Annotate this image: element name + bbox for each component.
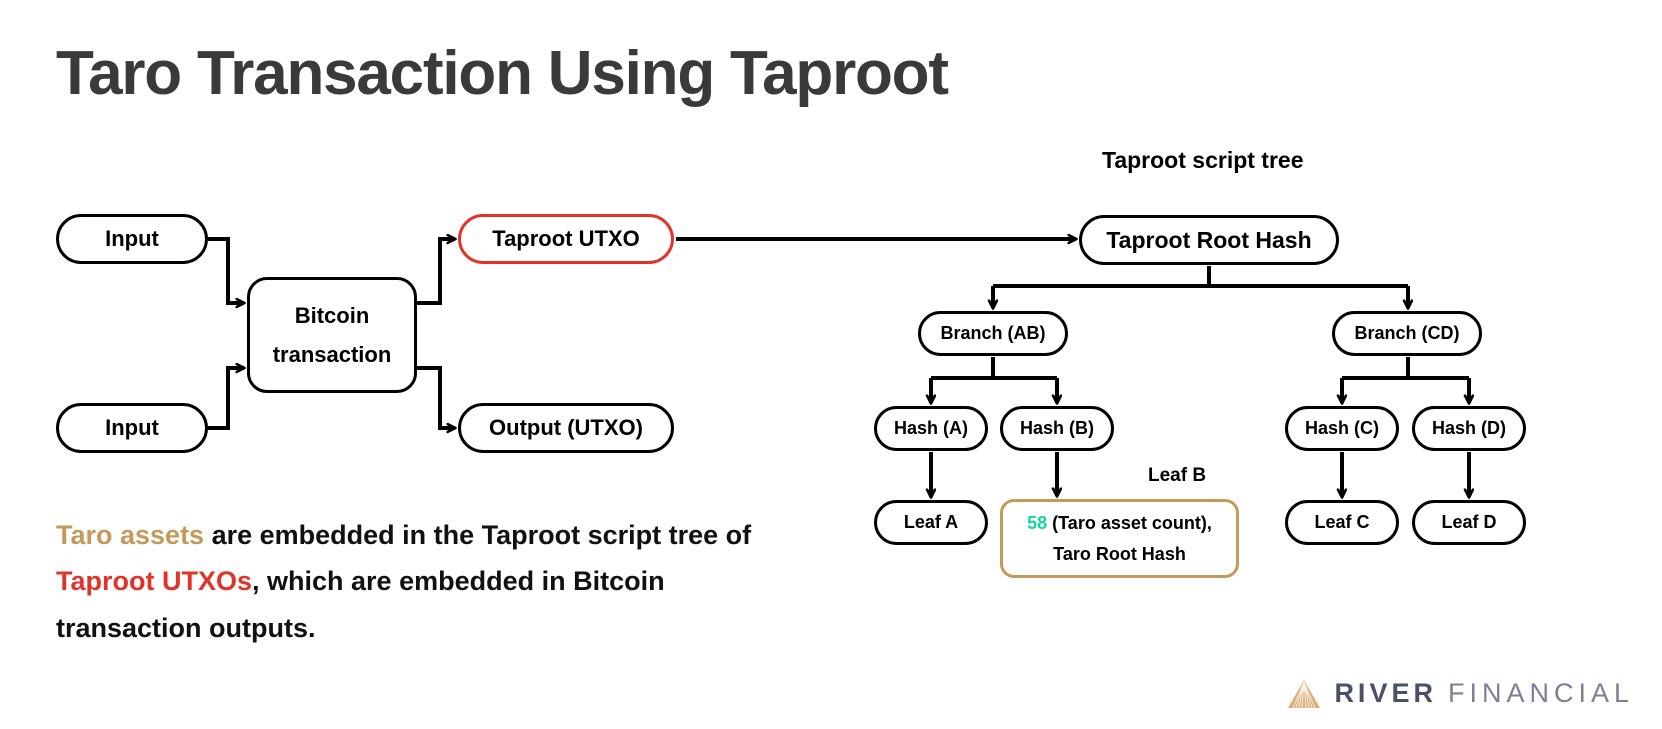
leaf-b-line-1: 58 (Taro asset count), [1027, 512, 1212, 535]
node-branch-ab[interactable]: Branch (AB) [918, 311, 1068, 356]
river-financial-logo: RIVER FINANCIAL [1287, 678, 1634, 709]
taro-asset-count: 58 [1027, 513, 1048, 533]
page-title: Taro Transaction Using Taproot [56, 39, 949, 108]
node-taproot-utxo[interactable]: Taproot UTXO [458, 214, 674, 264]
node-leaf-d[interactable]: Leaf D [1412, 500, 1526, 545]
node-branch-cd[interactable]: Branch (CD) [1332, 311, 1482, 356]
leaf-b-line-2: Taro Root Hash [1053, 543, 1186, 564]
leaf-b-label: Leaf B [1148, 465, 1207, 486]
node-hash-c[interactable]: Hash (C) [1285, 406, 1399, 451]
node-taproot-root-hash[interactable]: Taproot Root Hash [1079, 215, 1339, 265]
caption-taproot-utxos: Taproot UTXOs [56, 566, 253, 597]
caption-part-4: , which are embedded in Bitcoin transact… [56, 566, 665, 643]
node-leaf-c[interactable]: Leaf C [1285, 500, 1399, 545]
taproot-script-tree-label: Taproot script tree [1102, 147, 1304, 173]
node-leaf-b[interactable]: 58 (Taro asset count), Taro Root Hash [1000, 499, 1239, 578]
caption-taro-assets: Taro assets [56, 520, 205, 550]
bitcoin-tx-line-2: transaction [272, 341, 392, 367]
river-wordmark: RIVER FINANCIAL [1334, 678, 1634, 709]
river-brand-text: RIVER [1334, 678, 1437, 708]
node-bitcoin-transaction[interactable]: Bitcoin transaction [247, 277, 417, 393]
bitcoin-tx-line-1: Bitcoin [294, 303, 370, 328]
taro-asset-count-suffix: (Taro asset count), [1047, 513, 1212, 533]
node-hash-d[interactable]: Hash (D) [1412, 406, 1526, 451]
node-leaf-a[interactable]: Leaf A [874, 500, 988, 545]
node-hash-a[interactable]: Hash (A) [874, 406, 988, 451]
node-input-2[interactable]: Input [56, 403, 208, 453]
node-hash-b[interactable]: Hash (B) [1000, 406, 1114, 451]
caption-part-2: are embedded in the Taproot script tree … [204, 520, 752, 550]
node-output-utxo[interactable]: Output (UTXO) [458, 403, 674, 453]
river-mountain-icon [1288, 679, 1321, 708]
river-suffix-text: FINANCIAL [1447, 678, 1634, 708]
node-input-1[interactable]: Input [56, 214, 208, 264]
caption: Taro assets are embedded in the Taproot … [56, 512, 816, 651]
